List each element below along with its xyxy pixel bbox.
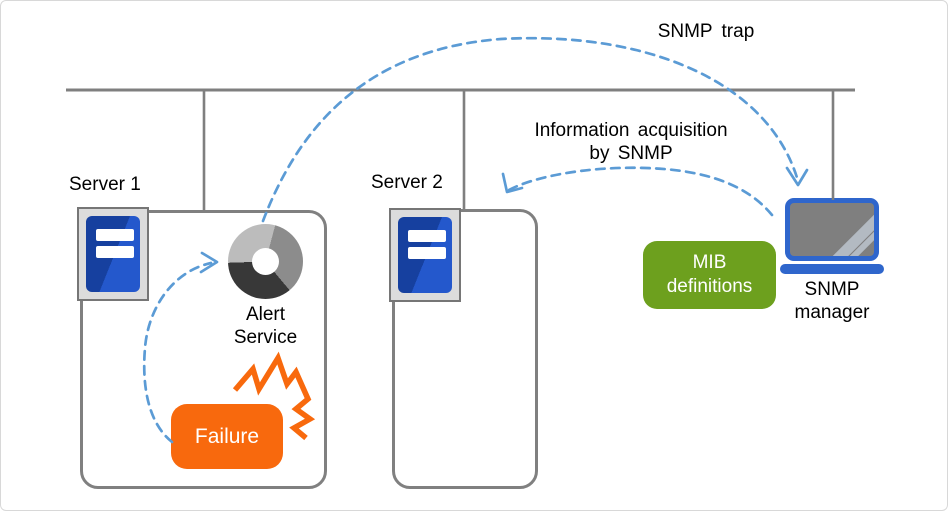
server-tower-panel	[398, 217, 452, 293]
alert-service-line1: Alert	[245, 304, 286, 325]
info-acquisition-line2: by SNMP	[589, 143, 673, 164]
server-tower-icon	[389, 208, 461, 302]
laptop-icon	[785, 198, 879, 261]
snmp-manager-label: SNMP manager	[757, 278, 907, 324]
server-drive-slot	[96, 229, 134, 241]
alert-service-line2: Service	[233, 327, 298, 348]
laptop-base	[780, 264, 884, 274]
alert-service-label: Alert Service	[193, 303, 338, 349]
server-drive-slot	[408, 247, 446, 259]
snmp-trap-arrowhead	[785, 166, 809, 187]
service-donut-icon	[228, 224, 303, 299]
server-tower-icon	[77, 207, 149, 301]
mib-definitions-node: MIB definitions	[643, 241, 776, 309]
mib-label: MIB definitions	[667, 251, 753, 299]
mib-label-line2: definitions	[666, 276, 753, 297]
info-acquisition-label: Information acquisition by SNMP	[510, 119, 752, 165]
server-tower-panel	[86, 216, 140, 292]
info-acquisition-line1: Information acquisition	[534, 120, 728, 141]
server-drive-slot	[408, 230, 446, 242]
failure-label: Failure	[194, 424, 260, 448]
info-acquisition-arrow	[507, 166, 774, 217]
server2-label: Server 2	[371, 172, 443, 193]
service-donut-hole	[252, 248, 279, 275]
server-drive-slot	[96, 246, 134, 258]
failure-node: Failure	[171, 404, 283, 469]
snmp-manager-line2: manager	[794, 302, 870, 323]
snmp-trap-label: SNMP trap	[657, 21, 755, 42]
mib-label-line1: MIB	[692, 252, 727, 273]
snmp-manager-line1: SNMP	[804, 279, 860, 300]
server1-label: Server 1	[69, 174, 141, 195]
info-acquisition-arrowhead	[501, 172, 524, 194]
